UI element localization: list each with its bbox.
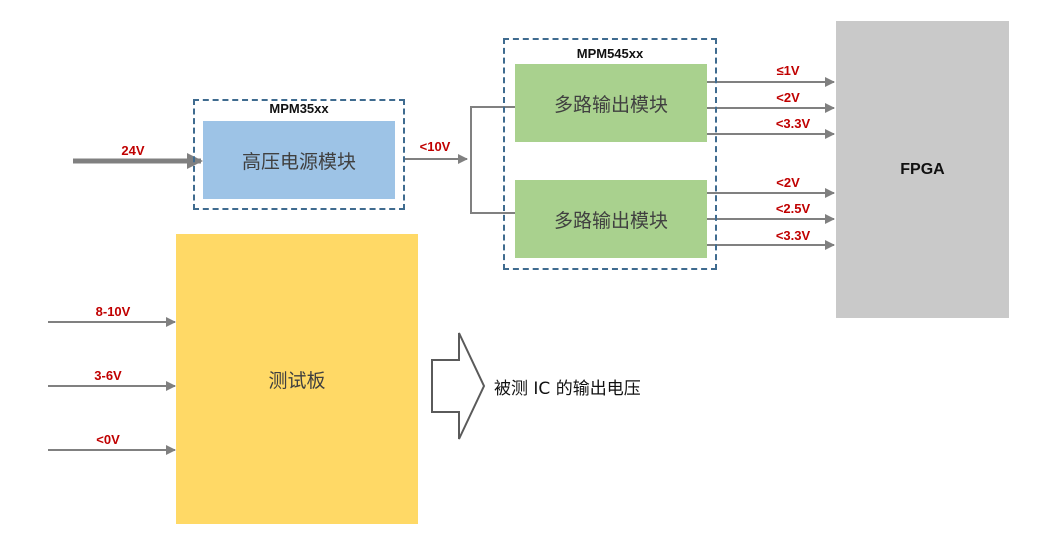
fpga-block: FPGA [836, 21, 1009, 318]
voltage-label-test-2: 3-6V [94, 368, 122, 383]
voltage-label-test-1: 8-10V [95, 304, 131, 319]
voltage-label-bot-1: <2V [776, 175, 800, 190]
voltage-label-top-2: <2V [776, 90, 800, 105]
output-caption: 被测 IC 的输出电压 [494, 379, 641, 399]
multi-group-frame [503, 38, 717, 270]
voltage-label-top-1: ≤1V [776, 63, 800, 78]
hv-group-label: MPM35xx [269, 101, 329, 116]
voltage-label-bot-3: <3.3V [775, 228, 811, 243]
multi-group-label: MPM545xx [576, 46, 644, 61]
voltage-label-24v: 24V [121, 143, 145, 158]
hv-group-frame [193, 99, 405, 210]
voltage-label-top-3: <3.3V [775, 116, 811, 131]
voltage-label-bot-2: <2.5V [775, 201, 811, 216]
voltage-label-hv-out: <10V [419, 139, 451, 154]
test-board: 测试板 [176, 234, 418, 524]
test-board-label: 测试板 [268, 369, 326, 392]
hv-power-module: 高压电源模块 [203, 121, 395, 199]
multi-output-module-bottom: 多路输出模块 [515, 180, 707, 258]
multi-output-module-top: 多路输出模块 [515, 64, 707, 142]
hollow-right-arrow-icon [431, 332, 486, 440]
hv-power-module-label: 高压电源模块 [241, 150, 356, 173]
voltage-label-test-3: <0V [96, 432, 120, 447]
multi-output-module-top-label: 多路输出模块 [553, 93, 668, 116]
fpga-label: FPGA [900, 160, 945, 178]
split-connector [470, 106, 515, 214]
multi-output-module-bottom-label: 多路输出模块 [553, 209, 668, 232]
